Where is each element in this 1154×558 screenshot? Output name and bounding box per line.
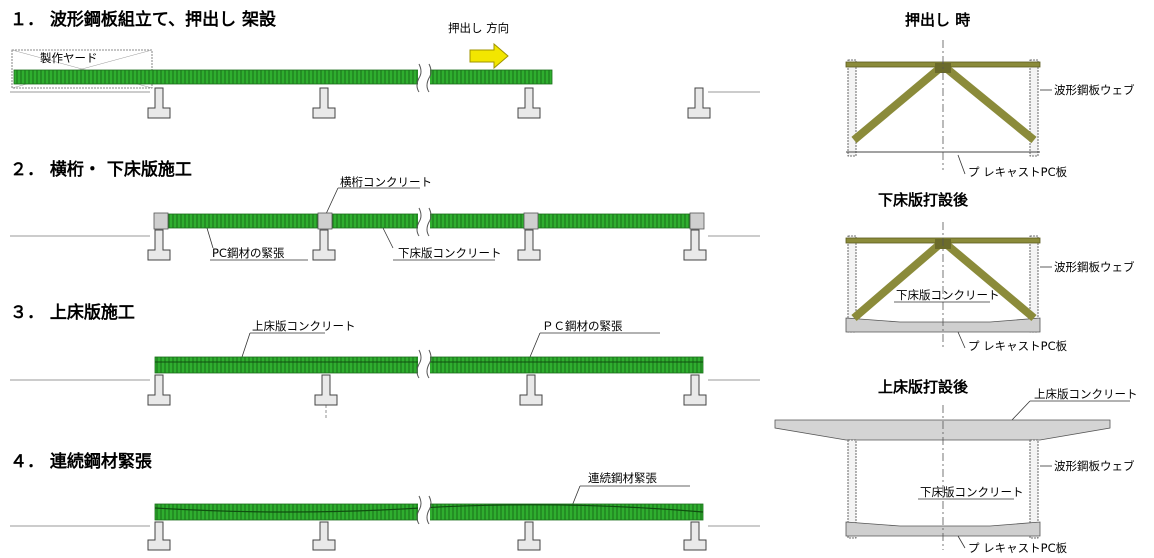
pc-tension-label-3: ＰＣ鋼材の緊張	[542, 319, 623, 333]
step3-girder	[154, 349, 704, 379]
pc-tension-label-2: PC鋼材の緊張	[212, 246, 285, 260]
step3-ground	[10, 375, 760, 420]
section1-title: 押出し 時	[905, 11, 970, 29]
step1-break-mark	[416, 63, 432, 93]
section1-drawing	[845, 40, 1041, 170]
step3-title: ３． 上床版施工	[10, 302, 135, 323]
upper-label-3: 上床版コンクリート	[1034, 387, 1138, 401]
step2-girder	[153, 207, 705, 237]
step2-title: ２． 横桁・ 下床版施工	[10, 159, 192, 180]
crossbeam-label: 横桁コンクリート	[340, 175, 432, 189]
precast-label-1: プ レキャストPC板	[968, 165, 1068, 179]
web-label-1: 波形鋼板ウェブ	[1054, 83, 1135, 97]
section3-drawing	[774, 405, 1111, 550]
yard-label: 製作ヤード	[40, 51, 98, 65]
section3-title: 上床版打設後	[878, 378, 969, 396]
step1-girder	[13, 69, 553, 85]
precast-label-2: プ レキャストPC板	[968, 339, 1068, 353]
step4-title: ４． 連続鋼材緊張	[10, 451, 153, 472]
lower-slab-label-2: 下床版コンクリート	[398, 246, 502, 260]
precast-label-3: プ レキャストPC板	[968, 541, 1068, 555]
web-label-2: 波形鋼板ウェブ	[1054, 260, 1135, 274]
step1-piers	[147, 87, 711, 119]
direction-arrow-icon	[469, 42, 509, 70]
step2-piers	[147, 229, 707, 261]
web-label-3: 波形鋼板ウェブ	[1054, 459, 1135, 473]
step1-title: １． 波形鋼板組立て、押出し 架設	[10, 9, 277, 30]
upper-slab-label-3: 上床版コンクリート	[252, 319, 356, 333]
lower-label-2: 下床版コンクリート	[896, 288, 1000, 302]
step3-piers	[147, 374, 707, 406]
section2-title: 下床版打設後	[878, 191, 969, 209]
step4-piers	[147, 521, 707, 551]
lower-label-3: 下床版コンクリート	[920, 485, 1024, 499]
step4-girder	[154, 495, 704, 526]
section2-drawing	[845, 222, 1041, 350]
direction-label: 押出し 方向	[448, 21, 509, 35]
step1-ground	[10, 88, 760, 106]
continuous-label-4: 連続鋼材緊張	[588, 471, 657, 485]
